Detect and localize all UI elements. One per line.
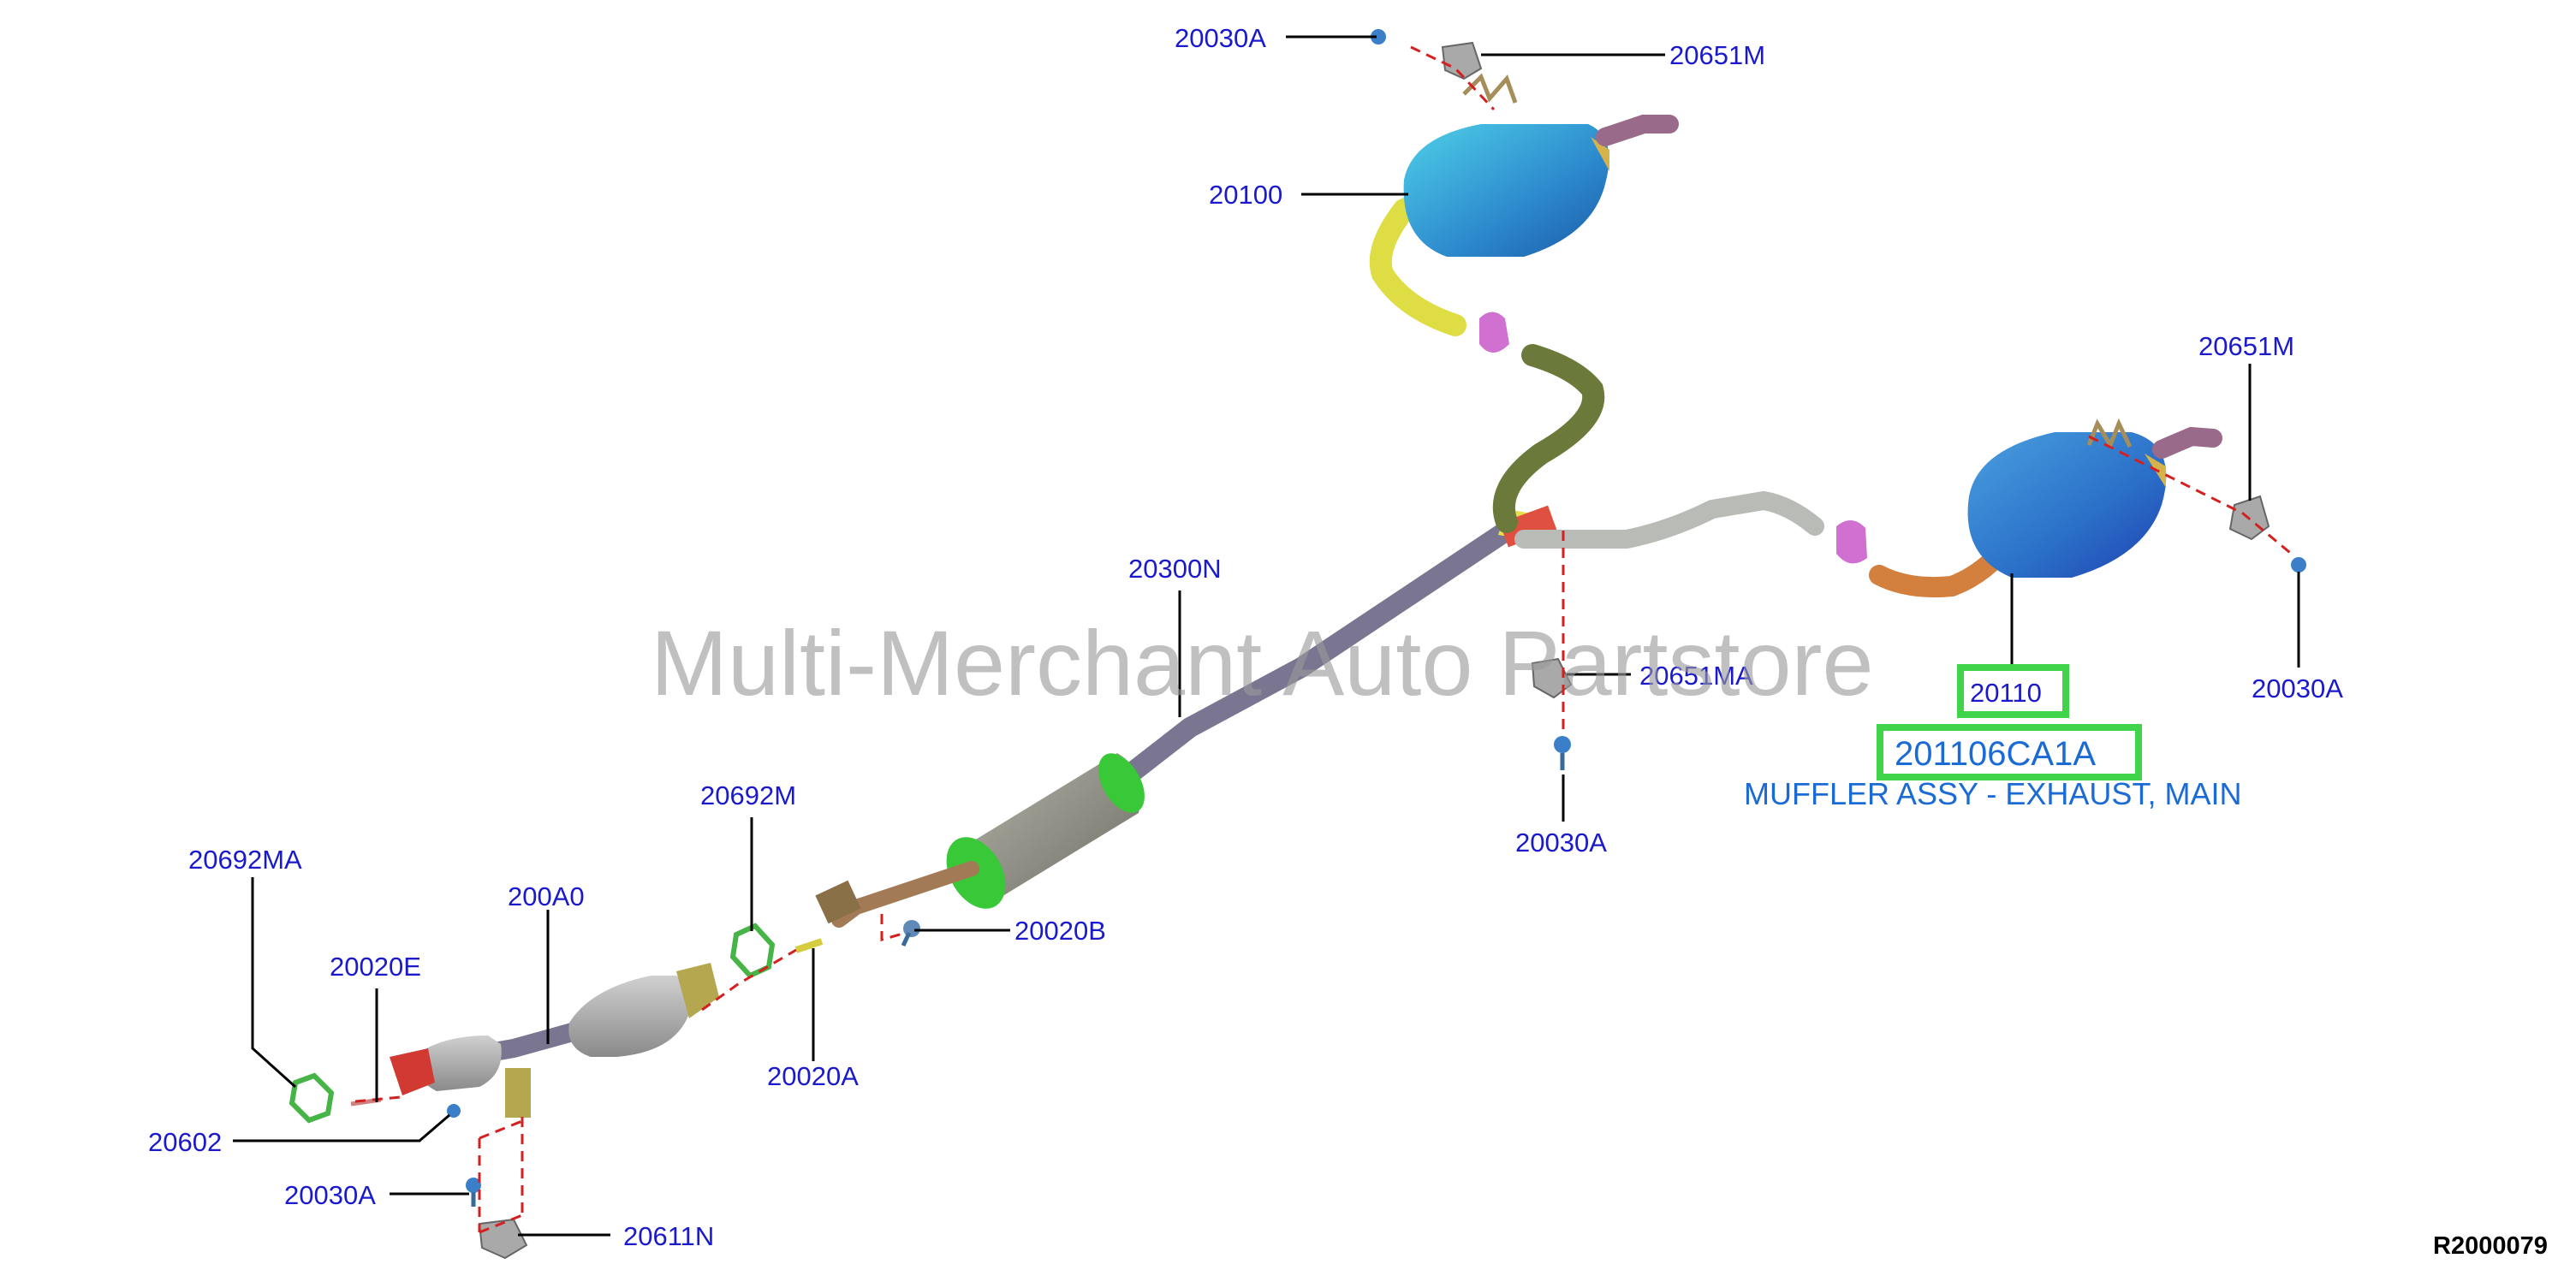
main-muffler-tailpipe bbox=[2152, 426, 2222, 459]
callout-20300N[interactable]: 20300N bbox=[1128, 554, 1222, 584]
callout-20110[interactable]: 20110 bbox=[1970, 678, 2042, 708]
catalytic-converter bbox=[568, 963, 719, 1057]
callout-20030A-center[interactable]: 20030A bbox=[1515, 828, 1607, 858]
nut-20602 bbox=[447, 1104, 461, 1118]
callout-20030A-bottom[interactable]: 20030A bbox=[284, 1180, 376, 1210]
gasket-20692M bbox=[729, 923, 776, 979]
bolt-20020B bbox=[901, 920, 920, 947]
callout-20100[interactable]: 20100 bbox=[1209, 180, 1282, 210]
callout-labels: 20030A 20651M 20100 20651M 20030A 20300N… bbox=[148, 23, 2343, 1251]
callout-20692M[interactable]: 20692M bbox=[700, 780, 796, 810]
dashed-assembly-line bbox=[478, 1117, 524, 1234]
selected-part-description: MUFFLER ASSY - EXHAUST, MAIN bbox=[1744, 776, 2241, 811]
gasket-20692MA bbox=[289, 1072, 335, 1124]
resonator bbox=[946, 753, 1145, 909]
dashed-assembly-line bbox=[701, 948, 797, 1012]
hanger-20651M-top bbox=[1441, 41, 1483, 80]
right-intermediate-pipe bbox=[1514, 490, 1824, 549]
front-hanger-bracket bbox=[505, 1068, 531, 1118]
hanger-20611N bbox=[478, 1218, 528, 1260]
callout-20651M-right[interactable]: 20651M bbox=[2198, 331, 2294, 361]
dashed-assembly-line bbox=[880, 914, 907, 941]
selected-part: 20110 201106CA1A MUFFLER ASSY - EXHAUST,… bbox=[1744, 664, 2241, 811]
junction-bracket bbox=[1499, 505, 1557, 548]
bolt-20030A-center bbox=[1554, 736, 1571, 770]
callout-20611N[interactable]: 20611N bbox=[623, 1221, 714, 1251]
right-clamp bbox=[1836, 519, 1867, 564]
selected-part-number[interactable]: 201106CA1A bbox=[1895, 735, 2096, 773]
callout-20020A[interactable]: 20020A bbox=[767, 1061, 859, 1091]
callout-20030A-top[interactable]: 20030A bbox=[1175, 23, 1266, 53]
selected-callout-highlight bbox=[1957, 664, 2069, 718]
upper-clamp bbox=[1479, 312, 1509, 353]
callout-20692MA[interactable]: 20692MA bbox=[188, 845, 302, 875]
callout-20651M-top[interactable]: 20651M bbox=[1669, 40, 1765, 70]
upper-muffler-inlet-yellow bbox=[1369, 190, 1466, 336]
upper-muffler-20100 bbox=[1403, 73, 1679, 257]
upper-muffler-tailpipe bbox=[1596, 115, 1679, 146]
upper-tailpipe-olive bbox=[1492, 344, 1605, 533]
callout-20602[interactable]: 20602 bbox=[148, 1127, 222, 1157]
main-muffler-20110 bbox=[1967, 418, 2222, 578]
bolt-20030A-top bbox=[1371, 29, 1386, 45]
watermark: Multi-Merchant Auto Partstore bbox=[651, 611, 1874, 715]
center-pipe-20300N bbox=[1103, 520, 1517, 798]
bolt-20030A-bottom bbox=[466, 1178, 481, 1207]
part-number-highlight bbox=[1877, 724, 2142, 780]
resonator-inlet-pipe bbox=[831, 861, 979, 928]
exhaust-parts bbox=[289, 29, 2306, 1260]
callout-200A0[interactable]: 200A0 bbox=[508, 881, 585, 911]
callout-20030A-right[interactable]: 20030A bbox=[2252, 674, 2343, 703]
callout-20020B[interactable]: 20020B bbox=[1014, 916, 1106, 946]
dashed-assembly-line bbox=[1410, 45, 1496, 111]
leader-lines bbox=[233, 35, 2300, 1237]
front-catalyst bbox=[390, 1036, 502, 1095]
dashed-assembly-line bbox=[2088, 435, 2295, 558]
callout-20651MA[interactable]: 20651MA bbox=[1639, 661, 1753, 691]
bolt-20030A-right bbox=[2291, 557, 2306, 573]
callout-20020E[interactable]: 20020E bbox=[330, 952, 421, 982]
diagram-reference-code: R2000079 bbox=[2433, 1232, 2548, 1260]
spring-bolt-20020A bbox=[794, 938, 824, 953]
inlet-flange bbox=[815, 880, 861, 924]
